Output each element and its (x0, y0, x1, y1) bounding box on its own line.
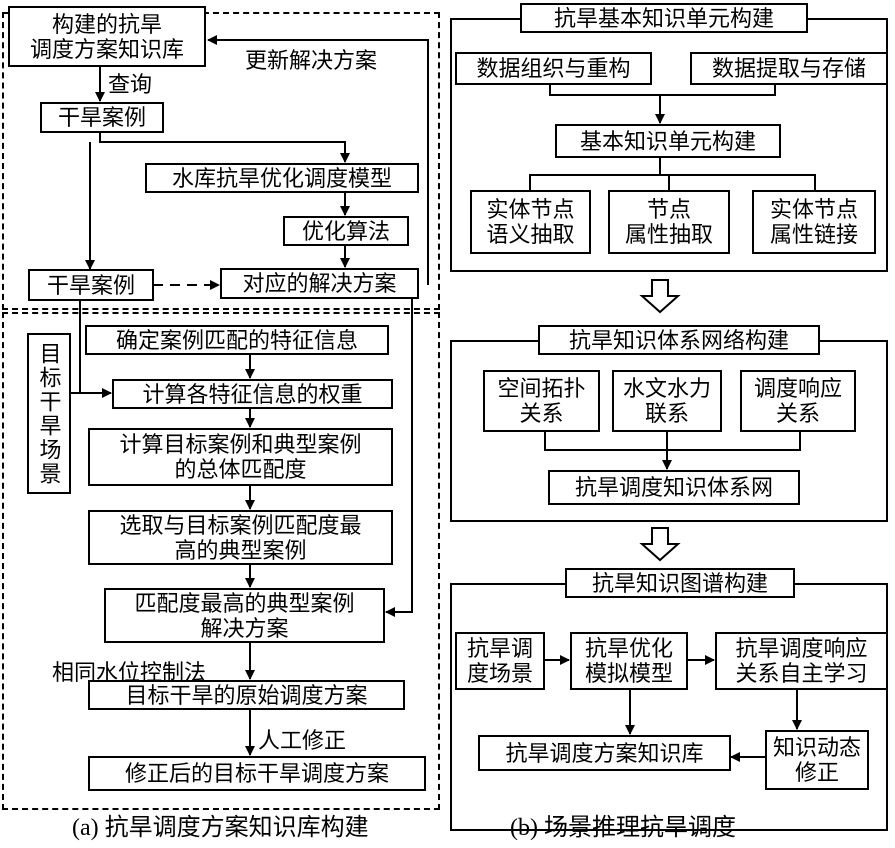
step-original-plan: 目标干旱的原始调度方案 (88, 680, 405, 710)
simulation-model-box: 抗旱优化 模拟模型 (570, 632, 688, 690)
plan-knowledge-base-box: 抗旱调度方案知识库 (478, 735, 731, 771)
drought-scene-box: 抗旱调 度场景 (455, 632, 545, 690)
knowledge-base-box: 构建的抗旱 调度方案知识库 (8, 6, 206, 67)
data-extraction-box: 数据提取与存储 (690, 52, 888, 85)
step-corrected-plan: 修正后的目标干旱调度方案 (88, 756, 426, 791)
step-select-case: 选取与目标案例匹配度最 高的典型案例 (88, 510, 393, 565)
knowledge-base-region (2, 12, 440, 310)
spatial-topology-box: 空间拓扑 关系 (483, 370, 600, 432)
step-feature-weights: 计算各特征信息的权重 (112, 379, 393, 409)
entity-semantic-box: 实体节点 语义抽取 (470, 190, 591, 254)
self-learning-box: 抗旱调度响应 关系自主学习 (715, 632, 888, 690)
section-basic-units-title: 抗旱基本知识单元构建 (520, 3, 808, 33)
hydro-link-box: 水文水力 联系 (612, 370, 722, 432)
reservoir-model-box: 水库抗旱优化调度模型 (145, 163, 419, 193)
caption-b: (b) 场景推理抗旱调度 (510, 815, 736, 841)
caption-a: (a) 抗旱调度方案知识库构建 (72, 815, 369, 841)
unit-build-box: 基本知识单元构建 (555, 124, 781, 158)
drought-case-top-box: 干旱案例 (40, 102, 164, 133)
matching-region (2, 312, 440, 810)
section-network-title: 抗旱知识体系网络构建 (538, 325, 820, 355)
target-scene-box: 目标干旱场景 (27, 333, 71, 494)
knowledge-network-box: 抗旱调度知识体系网 (548, 470, 800, 505)
update-solution-label: 更新解决方案 (245, 48, 378, 73)
dispatch-response-box: 调度响应 关系 (740, 370, 856, 432)
section-graph-title: 抗旱知识图谱构建 (565, 568, 795, 598)
optimization-algorithm-box: 优化算法 (283, 216, 409, 246)
step-feature-info: 确定案例匹配的特征信息 (85, 325, 389, 355)
query-label: 查询 (108, 72, 153, 97)
drought-case-bottom-box: 干旱案例 (28, 269, 154, 301)
node-attribute-box: 节点 属性抽取 (608, 190, 730, 254)
solution-box: 对应的解决方案 (220, 268, 419, 299)
step-best-solution: 匹配度最高的典型案例 解决方案 (104, 588, 385, 643)
dynamic-correction-box: 知识动态 修正 (765, 730, 869, 790)
data-organization-box: 数据组织与重构 (455, 52, 652, 85)
step-overall-match: 计算目标案例和典型案例 的总体匹配度 (88, 428, 393, 486)
manual-correction-label: 人工修正 (258, 728, 347, 753)
attribute-link-box: 实体节点 属性链接 (752, 190, 876, 254)
